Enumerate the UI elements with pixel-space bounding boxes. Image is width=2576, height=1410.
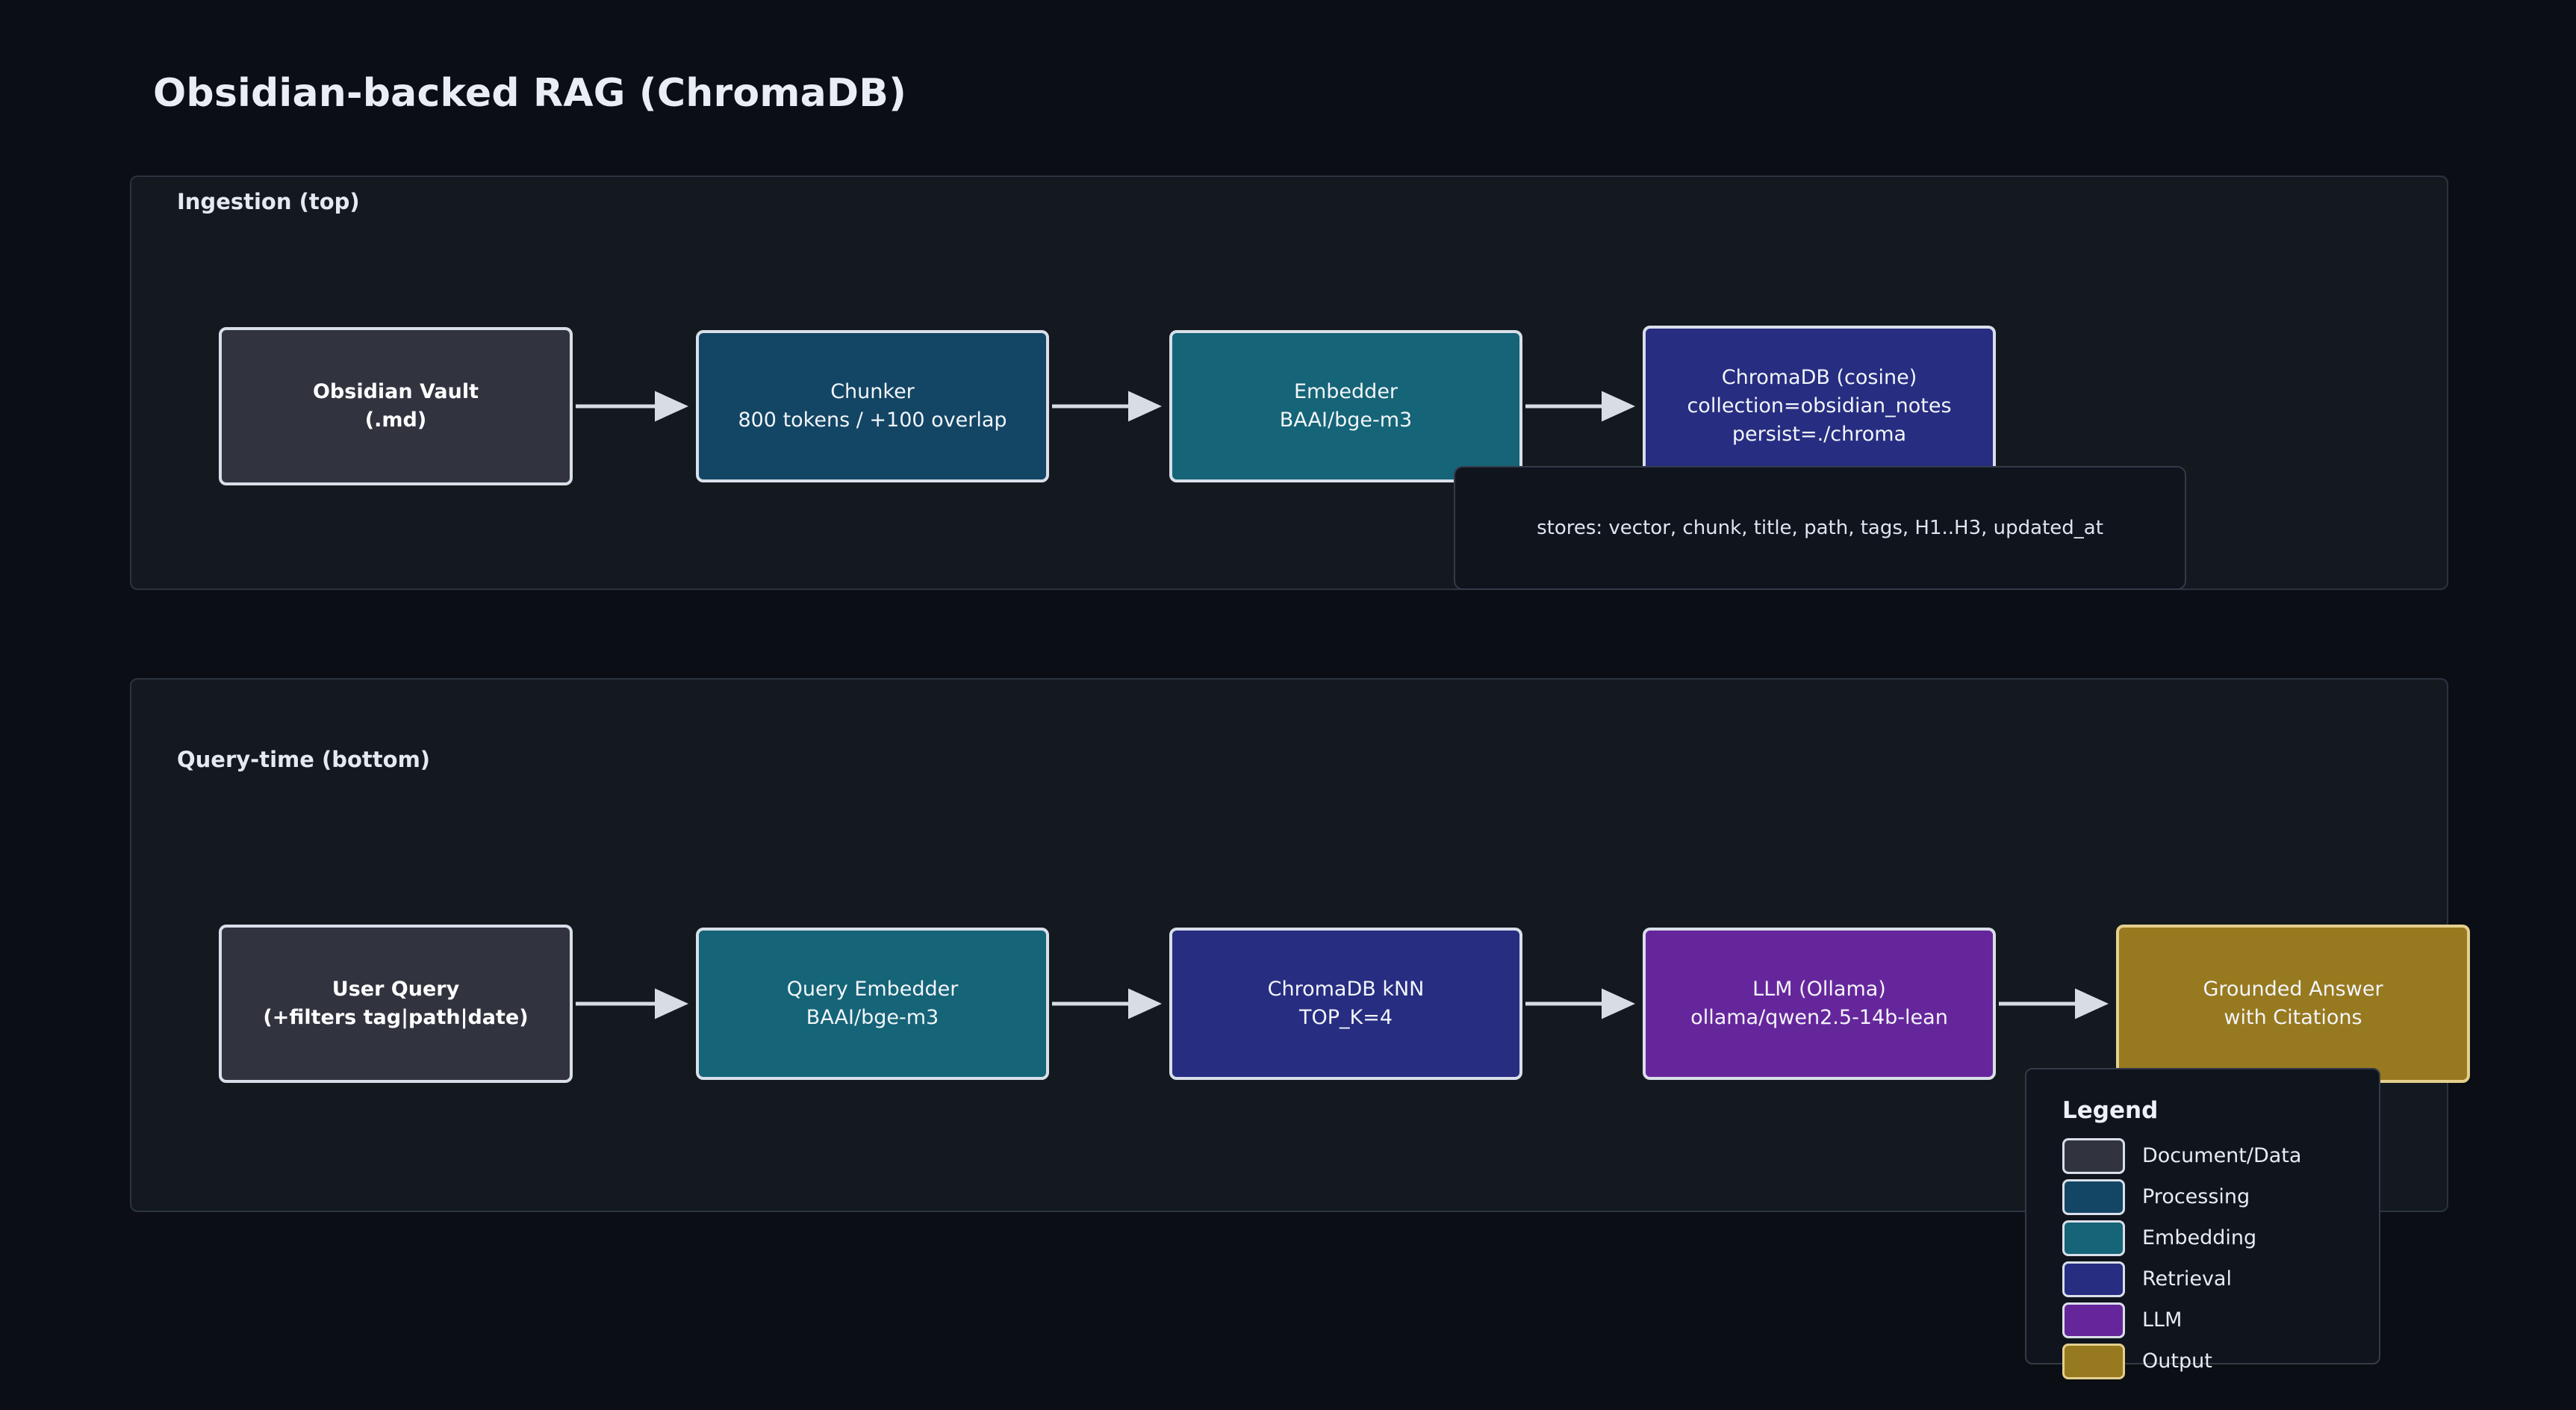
legend-item: Retrieval (2062, 1258, 2301, 1299)
node-chromadb-line1: ChromaDB (cosine) (1721, 365, 1917, 389)
legend-item: Embedding (2062, 1217, 2301, 1258)
legend-swatch-icon (2062, 1220, 2125, 1256)
node-obsidian-vault-line2: (.md) (364, 409, 427, 432)
node-embedder[interactable]: Embedder BAAI/bge-m3 (1169, 330, 1522, 482)
subgraph-ingestion-label: Ingestion (top) (177, 189, 360, 214)
node-chromadb-knn[interactable]: ChromaDB kNN TOP_K=4 (1169, 928, 1522, 1080)
node-chromadb-knn-line2: TOP_K=4 (1298, 1006, 1393, 1029)
node-obsidian-vault-line1: Obsidian Vault (312, 379, 479, 403)
legend-swatch-icon (2062, 1343, 2125, 1379)
legend-item-label: Document/Data (2142, 1144, 2302, 1167)
legend-title: Legend (2062, 1097, 2159, 1124)
node-llm-ollama-line2: ollama/qwen2.5-14b-lean (1690, 1006, 1948, 1029)
legend-swatch-icon (2062, 1178, 2125, 1215)
node-chromadb-line2: collection=obsidian_notes (1687, 394, 1952, 417)
node-embedder-line2: BAAI/bge-m3 (1279, 409, 1413, 432)
legend-item-label: Processing (2142, 1185, 2250, 1208)
node-chunker-line1: Chunker (830, 379, 915, 403)
node-chromadb[interactable]: ChromaDB (cosine) collection=obsidian_no… (1643, 326, 1996, 487)
node-user-query-line1: User Query (332, 977, 460, 1001)
subgraph-query-time-label: Query-time (bottom) (177, 747, 431, 772)
legend-item-label: Retrieval (2142, 1267, 2232, 1291)
legend-swatch-icon (2062, 1302, 2125, 1338)
node-grounded-answer[interactable]: Grounded Answer with Citations (2116, 925, 2470, 1083)
legend-item-label: Output (2142, 1350, 2212, 1373)
node-llm-ollama-line1: LLM (Ollama) (1752, 977, 1886, 1001)
chromadb-stores-note: stores: vector, chunk, title, path, tags… (1454, 466, 2186, 590)
node-chromadb-line3: persist=./chroma (1732, 423, 1907, 447)
legend-item: Output (2062, 1341, 2301, 1382)
legend-item: Document/Data (2062, 1135, 2301, 1176)
node-llm-ollama[interactable]: LLM (Ollama) ollama/qwen2.5-14b-lean (1643, 928, 1996, 1080)
node-user-query[interactable]: User Query (+filters tag|path|date) (219, 925, 573, 1083)
page-title: Obsidian-backed RAG (ChromaDB) (153, 71, 907, 116)
node-chunker[interactable]: Chunker 800 tokens / +100 overlap (696, 330, 1049, 482)
node-obsidian-vault[interactable]: Obsidian Vault (.md) (219, 327, 573, 485)
node-chunker-line2: 800 tokens / +100 overlap (738, 409, 1007, 432)
node-query-embedder-line2: BAAI/bge-m3 (806, 1006, 939, 1029)
node-chromadb-knn-line1: ChromaDB kNN (1267, 977, 1425, 1001)
legend-swatch-icon (2062, 1261, 2125, 1297)
legend-item-label: LLM (2142, 1308, 2183, 1332)
node-embedder-line1: Embedder (1293, 379, 1399, 403)
node-query-embedder-line1: Query Embedder (786, 977, 959, 1001)
chromadb-stores-note-text: stores: vector, chunk, title, path, tags… (1537, 517, 2103, 539)
node-user-query-line2: (+filters tag|path|date) (263, 1006, 529, 1029)
legend-item: Processing (2062, 1176, 2301, 1217)
legend-item: LLM (2062, 1299, 2301, 1341)
legend-swatch-icon (2062, 1137, 2125, 1174)
node-query-embedder[interactable]: Query Embedder BAAI/bge-m3 (696, 928, 1049, 1080)
legend-item-label: Embedding (2142, 1226, 2257, 1249)
node-grounded-answer-line1: Grounded Answer (2203, 977, 2383, 1001)
node-grounded-answer-line2: with Citations (2224, 1006, 2362, 1029)
